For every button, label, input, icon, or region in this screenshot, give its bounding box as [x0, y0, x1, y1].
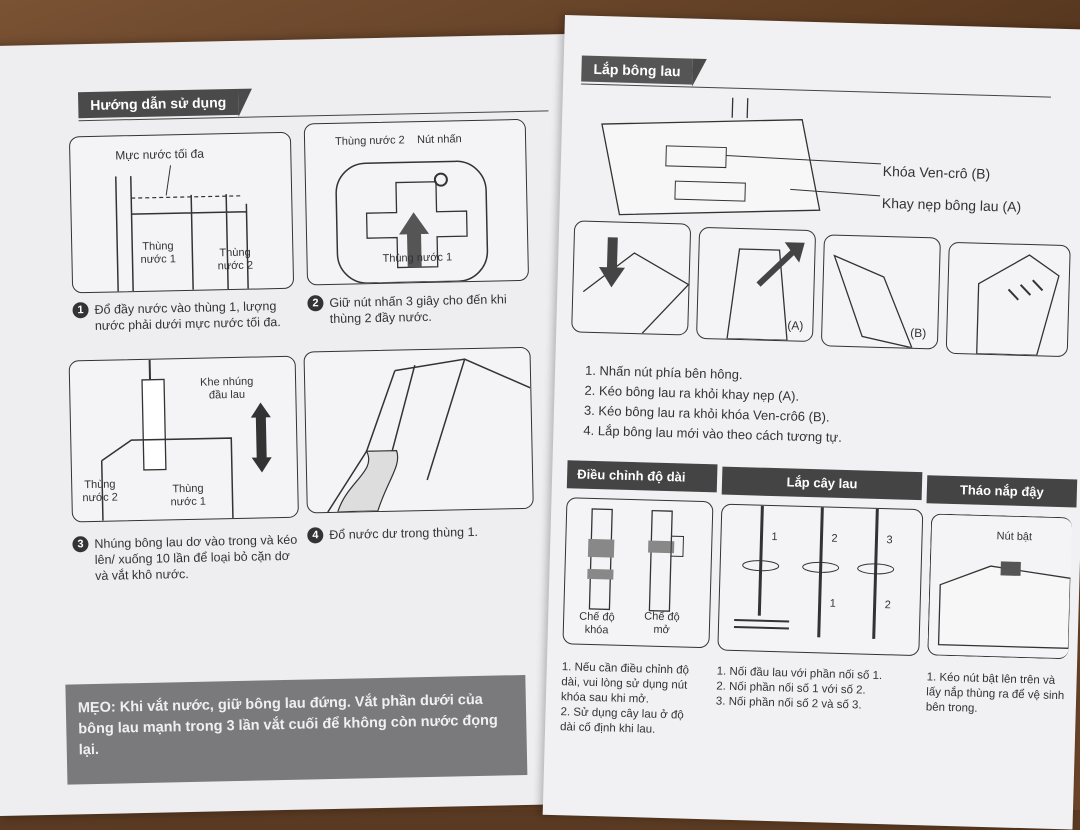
tank2-label: Thùng nước 2 [334, 134, 405, 148]
mark-1: 1 [771, 530, 778, 544]
button-press-illustration [335, 160, 489, 284]
step-4: 4 Đổ nước dư trong thùng 1. [307, 523, 539, 544]
bar-assemble: Lắp cây lau [721, 466, 923, 501]
velcro-label: Khóa Ven-crô (B) [882, 162, 991, 182]
step-number: 1 [72, 302, 89, 319]
step-number: 4 [307, 527, 324, 544]
section-title-mop: Lắp bông lau [581, 55, 693, 85]
step-1: 1 Đổ đầy nước vào thùng 1, lượng nước ph… [72, 298, 305, 335]
length-illustration [587, 508, 684, 612]
label-b: (B) [910, 325, 927, 341]
mop-tray-diagram [601, 97, 881, 216]
panel-dip-mop: Khe nhúng đầu lau Thùng nước 2 Thùng nướ… [68, 355, 299, 523]
mop-step-panel-1 [571, 220, 692, 336]
mark-3: 3 [886, 534, 893, 547]
length-notes: 1. Nếu cần điều chỉnh độ dài, vui lòng s… [559, 661, 690, 736]
tank1-label: Thùng nước 1 [140, 240, 177, 266]
step-number: 2 [307, 295, 324, 312]
panel-fill-tank: Mực nước tối đa Thùng nước 1 Thùng nước … [68, 131, 295, 294]
press-side-illustration [582, 237, 690, 334]
tank1-label: Thùng nước 1 [170, 482, 207, 509]
bar-length: Điều chỉnh độ dài [566, 460, 718, 493]
step-text: Đổ nước dư trong thùng 1. [329, 524, 479, 543]
mop-step-panel-4 [945, 241, 1071, 358]
step-number: 3 [72, 536, 89, 553]
assemble-panel: 1 2 3 1 2 [717, 503, 924, 657]
assemble-notes: 1. Nối đầu lau với phần nối số 1. 2. Nối… [715, 665, 883, 712]
bar-lid: Tháo nắp đậy [926, 475, 1078, 508]
pull-tray-illustration [726, 242, 805, 341]
mark-2-lower: 2 [884, 599, 891, 612]
lid-panel: Nút bật [927, 513, 1073, 660]
mark-2: 2 [831, 532, 838, 545]
step-2: 2 Giữ nút nhấn 3 giây cho đến khi thùng … [307, 291, 540, 328]
panel-pour-water [303, 346, 534, 514]
length-panel: Chế độ khóa Chế độ mở [562, 497, 714, 649]
pour-water-illustration [327, 358, 531, 513]
label-a: (A) [787, 318, 804, 333]
mop-step-panel-2: (A) [696, 226, 817, 343]
step-text: Đổ đầy nước vào thùng 1, lượng nước phải… [94, 299, 281, 333]
pull-velcro-illustration [833, 254, 913, 349]
right-page: Lắp bông lau Khóa Ven-crô (B) Khay nẹp b… [542, 15, 1080, 830]
panel-press-button: Thùng nước 2 Nút nhấn Thùng nước 1 [303, 118, 530, 286]
lid-button-label: Nút bật [996, 530, 1033, 544]
slot-label: Khe nhúng đầu lau [199, 375, 254, 402]
mop-step-panel-3: (B) [820, 234, 941, 350]
tank2-label: Thùng nước 2 [82, 478, 118, 505]
open-mode-label: Chế độ mở [644, 610, 680, 637]
mark-1-lower: 1 [829, 597, 836, 610]
tank-fill-illustration [115, 165, 249, 292]
lid-notes: 1. Kéo nút bật lên trên và lấy nắp thùng… [925, 671, 1065, 715]
mop-steps-list: 1. Nhấn nút phía bên hông. 2. Kéo bông l… [583, 361, 844, 448]
tank2-label: Thùng nước 2 [217, 246, 254, 273]
lid-illustration [937, 561, 1072, 649]
tank1-label: Thùng nước 1 [382, 251, 453, 265]
dip-mop-illustration [100, 359, 272, 521]
step-text: Nhúng bông lau dơ vào trong và kéo lên/ … [94, 532, 298, 583]
tip-box: MẸO: Khi vắt nước, giữ bông lau đứng. Vắ… [65, 674, 528, 785]
assemble-illustration [733, 505, 895, 639]
left-page: Hướng dẫn sử dụng Mực nước tối đa Thùng … [0, 33, 583, 817]
lock-mode-label: Chế độ khóa [579, 610, 615, 637]
attach-mop-illustration [976, 254, 1060, 356]
button-label: Nút nhấn [416, 133, 462, 147]
step-text: Giữ nút nhấn 3 giây cho đến khi thùng 2 … [329, 292, 507, 326]
step-3: 3 Nhúng bông lau dơ vào trong và kéo lên… [72, 532, 305, 585]
max-level-label: Mực nước tối đa [115, 146, 205, 163]
section-title-usage: Hướng dẫn sử dụng [77, 88, 239, 119]
